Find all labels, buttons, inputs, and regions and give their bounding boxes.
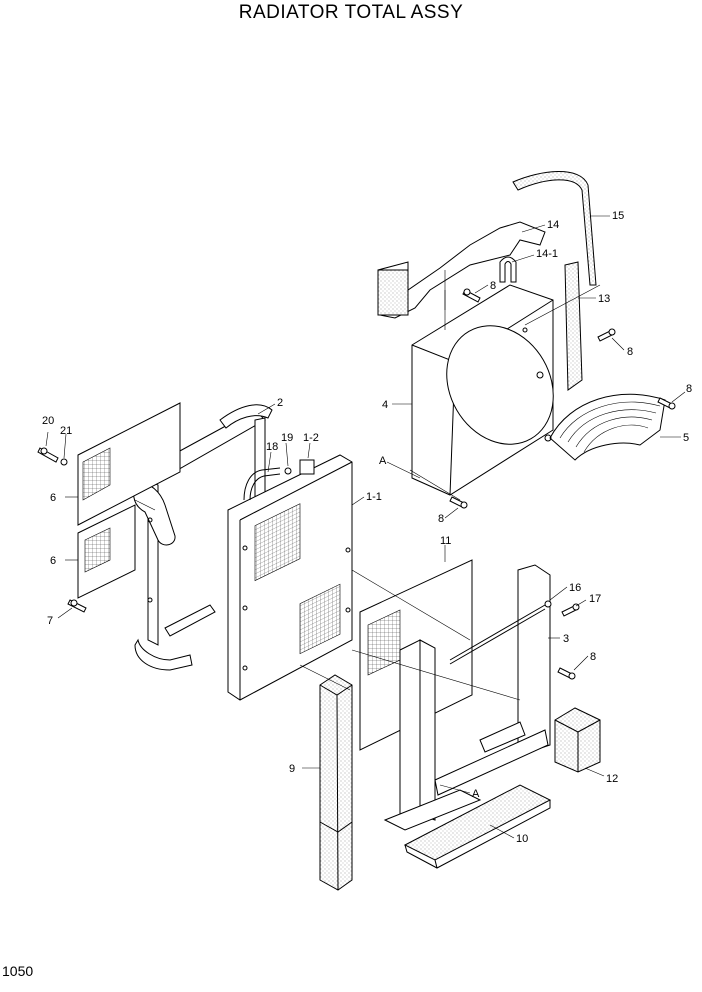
callout-18: 18: [266, 441, 278, 453]
callout-12: 12: [606, 773, 618, 785]
callout-9: 9: [289, 763, 295, 775]
callout-a-lower: A: [472, 788, 480, 800]
bolt-8-center: [449, 496, 468, 509]
bolt-8-right-upper: [597, 328, 616, 342]
callout-13: 13: [598, 293, 610, 305]
part-1-1-radiator-core: [227, 454, 353, 701]
part-17-bolt: [561, 603, 580, 617]
part-7-bolt: [67, 599, 87, 613]
callout-4: 4: [382, 399, 388, 411]
part-3-support-stand: [383, 564, 551, 831]
diagram-title: RADIATOR TOTAL ASSY: [238, 2, 464, 23]
callout-6-upper: 6: [50, 492, 56, 504]
callout-1-1: 1-1: [366, 491, 382, 503]
callout-21: 21: [60, 425, 72, 437]
callout-11: 11: [440, 535, 451, 547]
bolt-8-lower-right: [557, 667, 576, 680]
part-20-wing-bolt: [37, 447, 59, 463]
part-10-base-pad: [403, 784, 552, 869]
callout-20: 20: [42, 415, 54, 427]
callout-2: 2: [277, 397, 283, 409]
callout-10: 10: [516, 833, 528, 845]
callout-8-right-upper: 8: [627, 346, 633, 358]
callout-14-1: 14-1: [536, 248, 558, 260]
callout-14: 14: [547, 219, 559, 231]
callout-8-top: 8: [490, 280, 496, 292]
part-14-upper-cover: [377, 221, 546, 319]
part-18-hose: [243, 467, 281, 501]
part-14-1-bracket: [499, 256, 517, 283]
part-15-seal-strip: [512, 171, 597, 286]
page-number: 1050: [2, 963, 34, 979]
callout-labels: 14 15 14-1 13 8 8 8 8 8 4 5 2 20 21 19 1…: [42, 210, 692, 845]
part-6-screen-lower: [77, 504, 136, 599]
leader-lines: [45, 215, 686, 839]
callout-6-lower: 6: [50, 555, 56, 567]
callout-5: 5: [683, 432, 689, 444]
callout-8-right-lower: 8: [686, 383, 692, 395]
part-12-block: [554, 707, 601, 773]
part-4-fan-shroud: [411, 284, 554, 496]
part-6-screen-upper: [77, 402, 181, 526]
callout-7: 7: [47, 615, 53, 627]
callout-17: 17: [589, 593, 601, 605]
callout-8-center: 8: [438, 513, 444, 525]
part-9-insulation-column: [319, 674, 353, 891]
callout-1-2: 1-2: [303, 432, 319, 444]
part-5-fan-guard: [544, 393, 666, 461]
callout-15: 15: [612, 210, 624, 222]
callout-a-upper: A: [379, 455, 387, 467]
callout-16: 16: [569, 582, 581, 594]
callout-8-lower-right: 8: [590, 651, 596, 663]
part-13-side-plate: [564, 261, 583, 391]
callout-19: 19: [281, 432, 293, 444]
part-1-2-cap: [299, 459, 315, 475]
assembly-reference-lines: [134, 284, 601, 701]
bolt-8-right-lower: [657, 397, 676, 410]
part-19-clamp: [284, 467, 292, 475]
part-21-washer: [60, 458, 68, 466]
callout-3: 3: [563, 633, 569, 645]
bolt-8-top: [462, 288, 481, 303]
part-16-rod-end: [544, 600, 552, 608]
